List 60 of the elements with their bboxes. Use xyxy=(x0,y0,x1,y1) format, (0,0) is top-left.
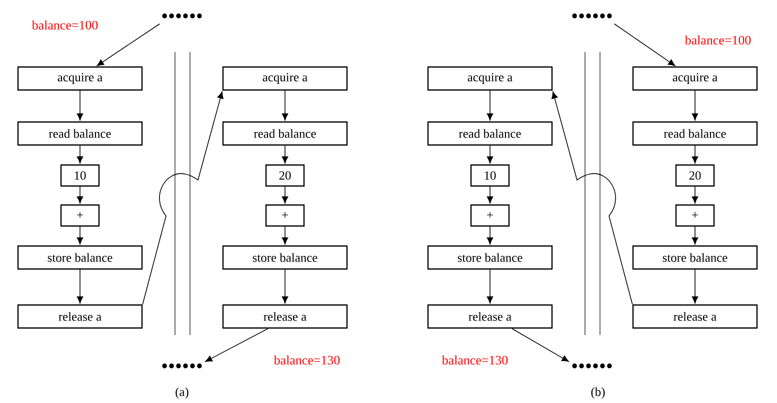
process-box: 10 xyxy=(470,164,510,187)
process-box: + xyxy=(675,204,715,227)
arrow xyxy=(692,269,698,304)
arrow xyxy=(512,328,569,362)
process-box: + xyxy=(265,204,305,227)
process-box: release a xyxy=(17,304,143,329)
arrow xyxy=(76,269,84,304)
panel-label: (b) xyxy=(591,387,605,399)
arrow xyxy=(142,92,224,305)
edge-label: balance=100 xyxy=(30,19,100,31)
arrow xyxy=(552,92,633,305)
process-box: read balance xyxy=(222,121,348,146)
process-box: + xyxy=(470,204,510,227)
process-box: 20 xyxy=(265,164,305,187)
process-box: acquire a xyxy=(222,66,348,91)
arrow xyxy=(692,145,698,164)
process-box: read balance xyxy=(427,121,553,146)
process-box: 20 xyxy=(675,164,715,187)
process-box: release a xyxy=(427,304,553,329)
arrow xyxy=(205,328,268,362)
edge-label: balance=130 xyxy=(272,354,342,366)
process-box: store balance xyxy=(427,245,553,270)
arrow xyxy=(692,186,698,204)
arrow xyxy=(692,90,698,120)
arrow xyxy=(282,226,288,244)
arrow xyxy=(282,145,288,164)
arrow xyxy=(76,186,84,204)
process-box: + xyxy=(60,204,100,227)
arrow xyxy=(486,269,494,304)
edge-label: balance=100 xyxy=(684,34,752,46)
process-box: read balance xyxy=(17,121,143,146)
arrow xyxy=(76,145,84,164)
edge-label: balance=130 xyxy=(440,354,510,366)
arrow xyxy=(282,269,288,304)
arrow xyxy=(282,90,288,120)
arrow xyxy=(614,23,676,66)
arrow xyxy=(96,23,160,66)
ellipsis: •••••• xyxy=(162,14,202,18)
process-box: store balance xyxy=(17,245,143,270)
ellipsis: •••••• xyxy=(572,14,612,18)
process-box: acquire a xyxy=(427,66,553,91)
arrow xyxy=(76,90,84,120)
process-box: acquire a xyxy=(17,66,143,91)
process-box: acquire a xyxy=(632,66,758,91)
panel-label: (a) xyxy=(176,387,188,399)
process-box: release a xyxy=(222,304,348,329)
process-box: read balance xyxy=(632,121,758,146)
arrow xyxy=(76,226,84,244)
ellipsis: •••••• xyxy=(162,364,202,368)
process-box: store balance xyxy=(222,245,348,270)
arrow xyxy=(282,186,288,204)
process-box: store balance xyxy=(632,245,758,270)
ellipsis: •••••• xyxy=(572,364,612,368)
process-box: release a xyxy=(632,304,758,329)
arrow xyxy=(486,186,494,204)
arrow xyxy=(486,226,494,244)
arrow xyxy=(486,145,494,164)
arrow xyxy=(692,226,698,244)
process-box: 10 xyxy=(60,164,100,187)
arrow xyxy=(486,90,494,120)
